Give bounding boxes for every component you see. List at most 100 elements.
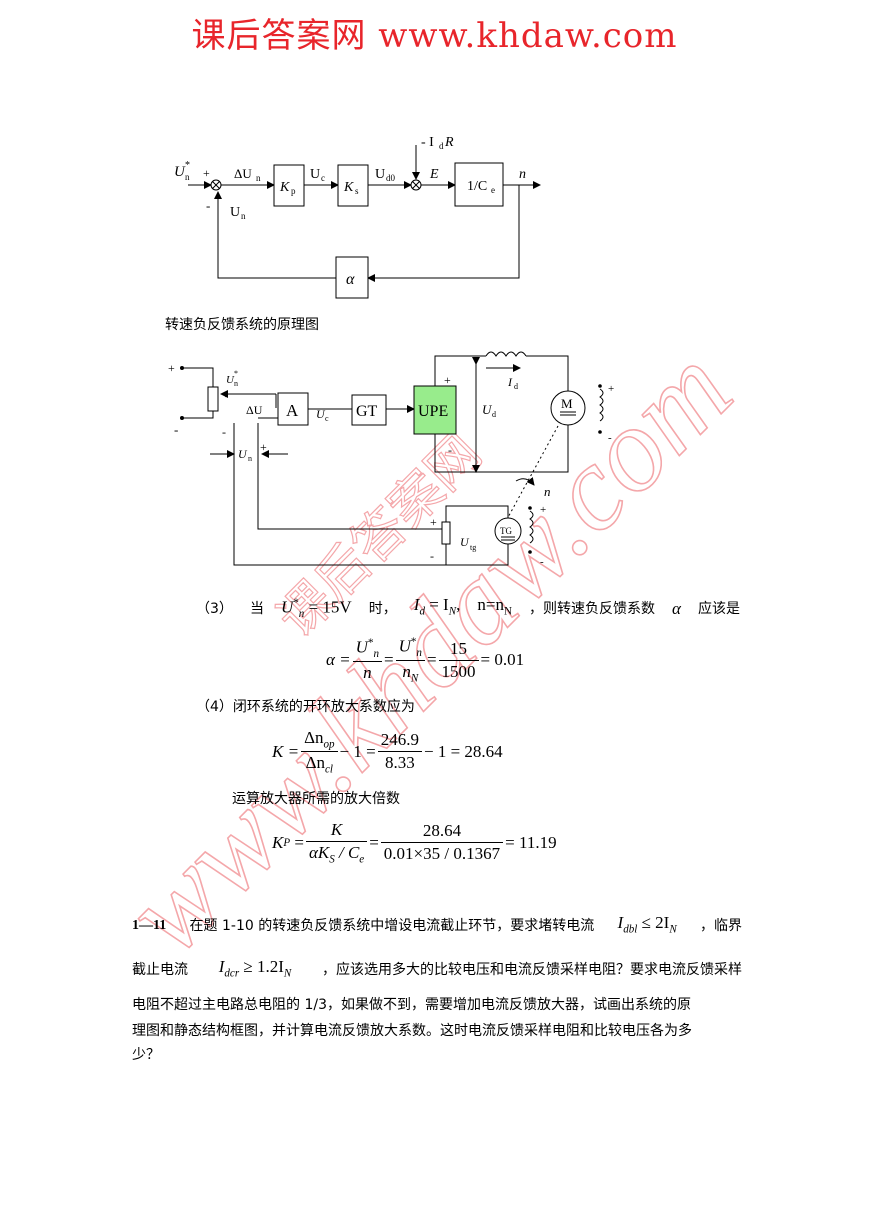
block-diagram: U * n + - U n ΔU n K p U c K s U d0 - I … <box>174 135 541 299</box>
problem-line1-condition: Idbl ≤ 2IN <box>617 913 677 936</box>
step3-label: （3） <box>196 600 233 617</box>
step3-tail2: 应该是 <box>697 600 740 617</box>
problem-line1-tail: ，临界 <box>699 918 742 935</box>
problem-line-3: 电阻不超过主电路总电阻的 1/3，如果做不到，需要增加电流反馈放大器，试画出系统… <box>132 997 691 1013</box>
bd-ce-block <box>454 162 504 207</box>
cd-field-plus: + <box>608 383 614 395</box>
cd-tg-field <box>529 510 534 544</box>
problem-line-2: 截止电流 Idcr ≥ 1.2IN ，应该选用多大的比较电压和电流反馈采样电阻？… <box>132 956 742 984</box>
cd-tg-label: TG <box>500 526 512 536</box>
cd-upe-label: UPE <box>418 403 448 420</box>
step3-cond1: U*n = 15V <box>280 597 352 621</box>
cd-un-star: U <box>226 374 235 386</box>
cd-un-sub: n <box>248 454 252 463</box>
cd-un-minus: - <box>222 425 226 439</box>
bd-sum1 <box>210 179 222 191</box>
step3-tail: ，则转速负反馈系数 <box>528 600 655 617</box>
bd-kp-sub: p <box>291 186 296 196</box>
cd-tg-field-minus: - <box>540 556 544 568</box>
cd-ud-sub: d <box>492 410 496 419</box>
cd-un-plus: + <box>260 440 267 454</box>
cd-tg-plus: + <box>430 515 437 529</box>
cd-field-winding <box>599 388 604 422</box>
cd-upe-block <box>413 385 457 435</box>
bd-un-label: U <box>230 205 240 220</box>
bd-delta-u-sub: n <box>256 173 261 183</box>
circuit-diagram: + - U * n + ΔU A U c GT UPE + - I d U d … <box>168 351 614 568</box>
cd-id-label: I <box>507 375 513 389</box>
problem-line2-condition: Idcr ≥ 1.2IN <box>218 957 292 980</box>
cd-uc-label: U <box>316 407 326 421</box>
cd-gt-label: GT <box>356 403 378 420</box>
problem-line2-tail: ，应该选用多大的比较电压和电流反馈采样电阻？要求电流反馈采样 <box>322 962 742 979</box>
step3-alpha: α <box>672 598 681 618</box>
cd-n-label: n <box>544 484 551 499</box>
bd-ks-label: K <box>343 180 354 195</box>
cd-field-minus: - <box>608 432 612 444</box>
bd-kp-label: K <box>279 180 290 195</box>
bd-ce-label: 1/C <box>467 179 487 194</box>
cd-inductor <box>485 351 527 357</box>
step3-when: 当 <box>249 600 264 617</box>
bd-plus: + <box>203 166 210 180</box>
bd-input-label: U <box>174 164 186 180</box>
bd-output-label: n <box>519 167 526 182</box>
cd-tg-potentiometer <box>441 521 451 545</box>
bd-ud0-label: U <box>375 167 385 182</box>
bd-sum2 <box>410 179 422 191</box>
cd-ud-label: U <box>482 402 493 417</box>
bd-input-sup: * <box>185 160 190 171</box>
bd-disturb-sub: d <box>439 141 444 151</box>
cd-upe-minus: - <box>448 443 452 457</box>
step3-cond3: n=nN <box>477 595 512 618</box>
bd-ks-block <box>337 164 369 207</box>
cd-utg-sub: tg <box>470 543 476 552</box>
bd-un-sub: n <box>241 211 246 221</box>
cd-delta-u: ΔU <box>246 403 263 417</box>
cd-un-star-sup: * <box>234 369 238 378</box>
cd-upe-plus: + <box>444 373 451 387</box>
cd-tg-minus: - <box>430 549 434 563</box>
solution-step-5: 运算放大器所需的放大倍数 <box>232 791 400 807</box>
bd-delta-u: ΔU <box>234 166 252 181</box>
solution-step-3: （3） 当 U*n = 15V 时， Id = IN, n=nN ，则转速负反馈… <box>196 592 740 625</box>
cd-un-label: U <box>238 447 248 461</box>
problem-line-5: 少？ <box>132 1047 160 1063</box>
bd-ce-sub: e <box>491 185 495 195</box>
bd-disturb-label: - I <box>421 135 434 150</box>
solution-step-4: （4）闭环系统的开环放大系数应为 <box>196 699 415 715</box>
cd-motor-label: M <box>561 396 573 411</box>
cd-gt-block <box>351 394 387 426</box>
problem-line2-text: 截止电流 <box>132 962 188 979</box>
problem-line1-text: 在题 1-10 的转速负反馈系统中增设电流截止环节，要求堵转电流 <box>189 918 595 935</box>
block-diagram-caption: 转速负反馈系统的原理图 <box>165 317 319 333</box>
bd-minus: - <box>206 198 210 213</box>
cd-un-star-sub: n <box>234 379 238 388</box>
cd-plus-a: + <box>222 387 229 401</box>
step3-time: 时， <box>368 600 397 617</box>
bd-ks-sub: s <box>355 186 359 196</box>
problem-line-4: 理图和静态结构框图，并计算电流反馈放大系数。这时电流反馈采样电阻和比较电压各为多 <box>132 1023 692 1039</box>
bd-e-label: E <box>429 167 439 182</box>
cd-plus-ref: + <box>168 361 175 375</box>
bd-disturb-r: R <box>444 135 454 150</box>
bd-uc-sub: c <box>321 173 325 183</box>
bd-uc-label: U <box>310 167 320 182</box>
bd-ud0-sub: d0 <box>386 173 396 183</box>
problem-line-1: 1—11 在题 1-10 的转速负反馈系统中增设电流截止环节，要求堵转电流 Id… <box>132 912 742 940</box>
bd-input-sub: n <box>185 172 190 182</box>
cd-amp-label: A <box>286 401 299 420</box>
cd-utg-label: U <box>460 535 470 549</box>
cd-uc-sub: c <box>325 414 329 423</box>
cd-minus-ref: - <box>174 422 178 437</box>
page-header: 课后答案网 www.khdaw.com <box>191 16 678 56</box>
bd-alpha-label: α <box>346 271 355 288</box>
cd-id-sub: d <box>514 382 518 391</box>
cd-ref-potentiometer <box>207 386 219 412</box>
cd-tg-field-plus: + <box>540 504 546 516</box>
problem-number: 1—11 <box>132 918 167 934</box>
step3-cond2: Id = IN, <box>413 595 461 618</box>
